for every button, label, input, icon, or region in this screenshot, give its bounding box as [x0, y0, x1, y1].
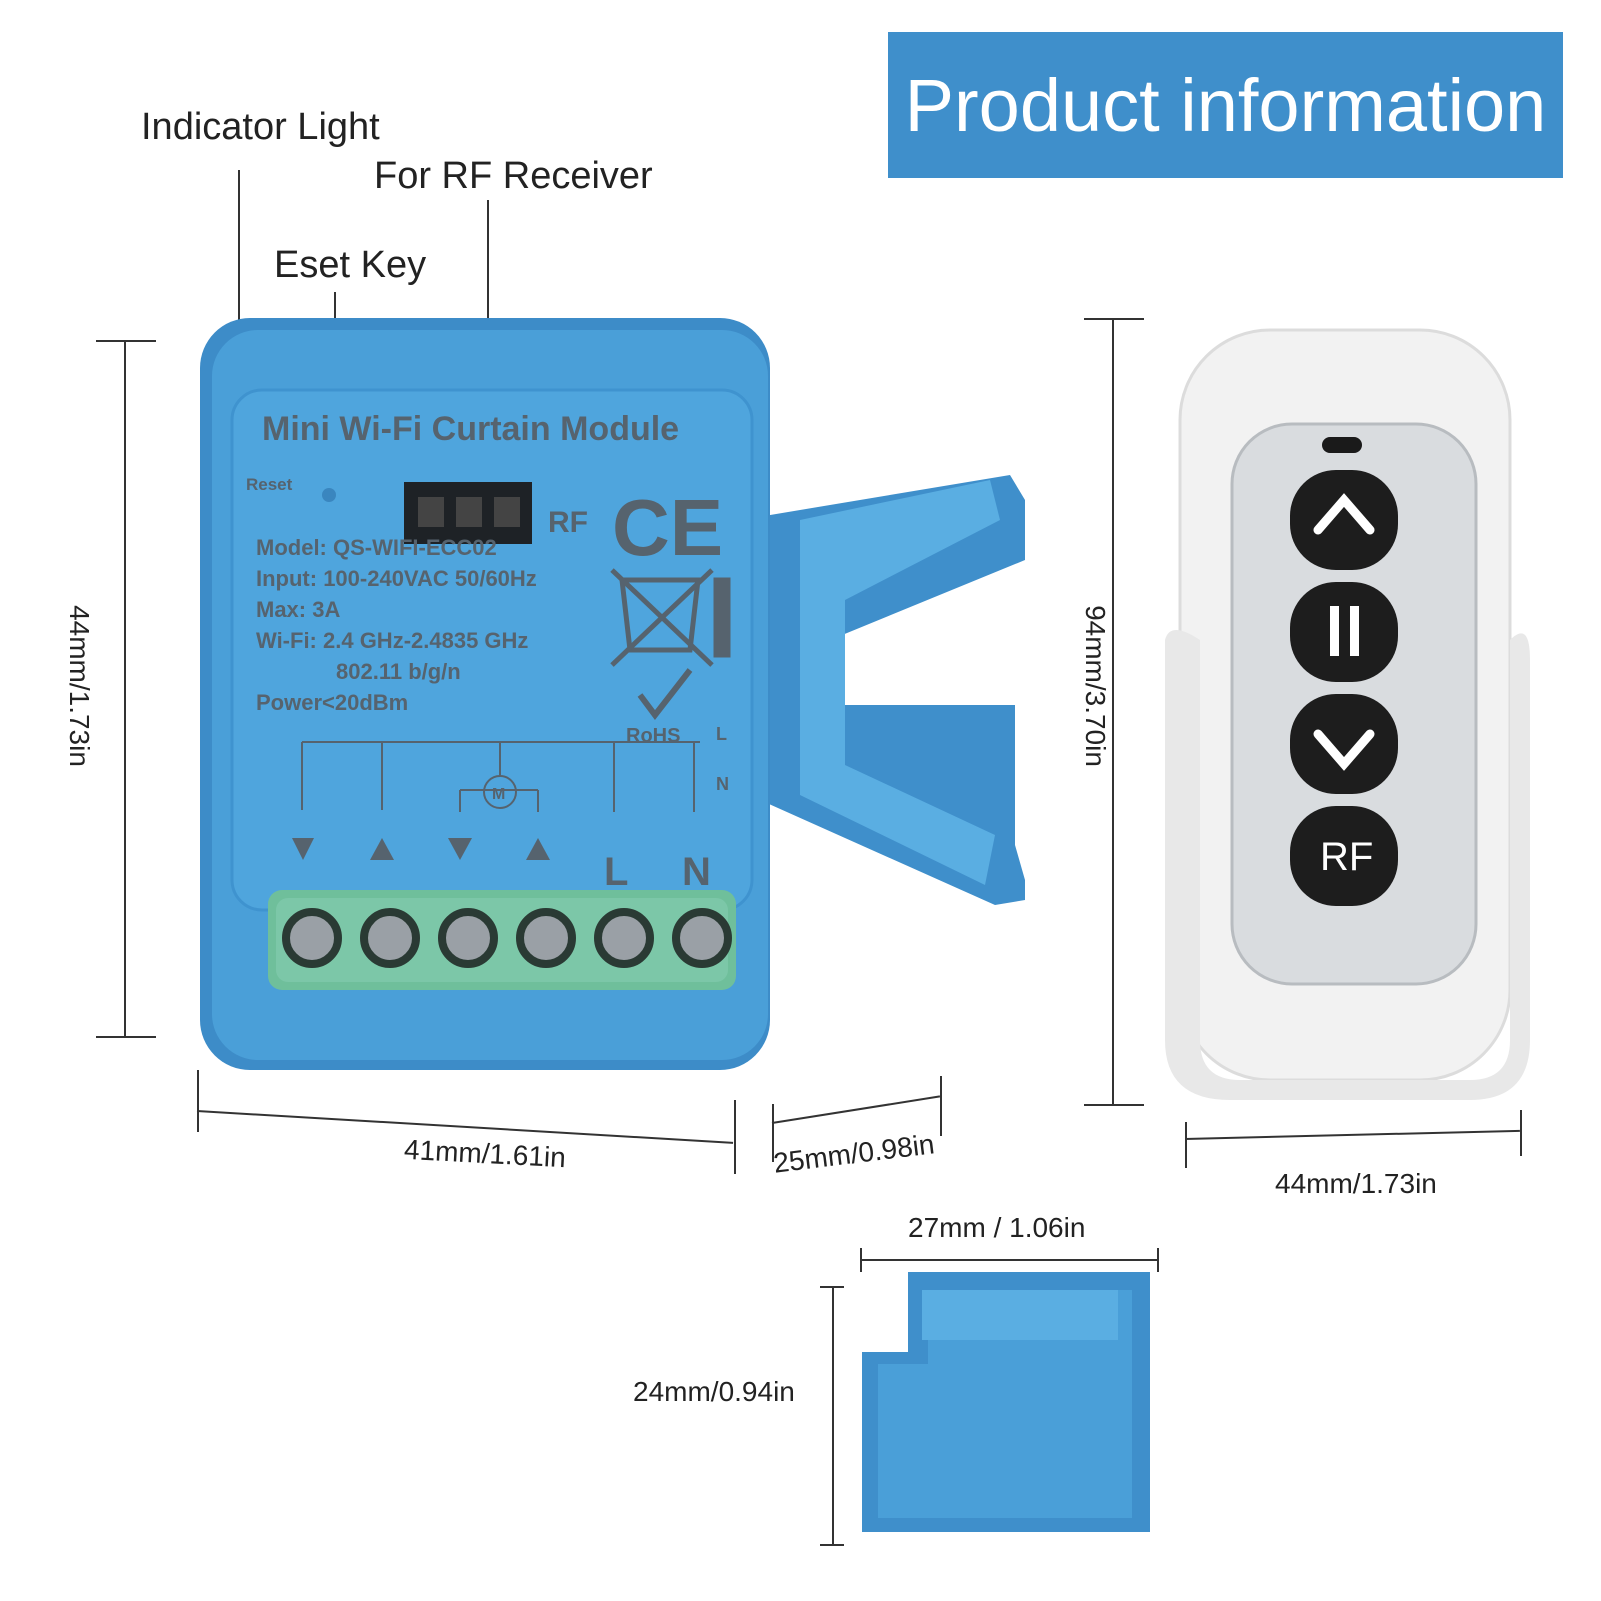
screw-icon [594, 908, 654, 968]
remote-height-dimension: 94mm/3.70in [1079, 605, 1111, 767]
clip-width-line [860, 1259, 1157, 1261]
rohs-text: RoHS [626, 725, 680, 747]
screw-icon [516, 908, 576, 968]
dim-tick [820, 1544, 844, 1546]
screw-icon [672, 908, 732, 968]
remote-width-dimension: 44mm/1.73in [1275, 1168, 1437, 1199]
power-text: Power<20dBm [256, 690, 408, 715]
terminal-screws [282, 908, 732, 968]
remote-up-button[interactable] [1290, 470, 1398, 570]
reset-key-label: Eset Key [274, 244, 427, 286]
terminal-l-text: L [604, 850, 628, 894]
screw-icon [282, 908, 342, 968]
remote-height-line [1112, 318, 1114, 1104]
terminal-n-text: N [682, 850, 711, 894]
dim-tick [96, 340, 156, 342]
dim-tick [1157, 1248, 1159, 1272]
checkmark-icon [637, 668, 693, 720]
reset-text: Reset [246, 475, 293, 494]
dim-tick [772, 1104, 774, 1162]
module-side-clip [740, 475, 1025, 905]
weee-bin-icon [610, 568, 731, 667]
screw-icon [438, 908, 498, 968]
clip-height-dimension: 24mm/0.94in [633, 1376, 795, 1407]
wifi-standard-text: 802.11 b/g/n [336, 659, 461, 684]
input-text: Input: 100-240VAC 50/60Hz [256, 566, 537, 591]
wiring-diagram [301, 741, 700, 812]
remote-pause-button[interactable] [1290, 582, 1398, 682]
rf-receiver-label: For RF Receiver [374, 155, 653, 197]
side-n-text: N [716, 774, 729, 794]
wifi-text: Wi-Fi: 2.4 GHz-2.4835 GHz [256, 628, 528, 653]
up-arrow-icon [1313, 493, 1375, 535]
motor-symbol: M [492, 786, 505, 803]
reset-hole [322, 488, 336, 502]
remote-down-button[interactable] [1290, 694, 1398, 794]
up-arrow-icon [370, 838, 394, 860]
ce-mark: CE [612, 483, 723, 572]
indicator-light-label: Indicator Light [141, 106, 380, 148]
dim-tick [1520, 1110, 1522, 1156]
dim-tick [1084, 318, 1144, 320]
clip-height-line [832, 1286, 834, 1544]
module-body [200, 318, 770, 1070]
down-arrow-icon [448, 838, 472, 860]
pause-icon [1330, 606, 1339, 656]
dim-tick [734, 1100, 736, 1174]
down-arrow-icon [1313, 729, 1375, 771]
screw-icon [360, 908, 420, 968]
remote-rf-button[interactable] [1290, 806, 1398, 906]
dim-tick [197, 1070, 199, 1132]
clip-piece [862, 1272, 1150, 1532]
remote-rf-text: RF [1320, 835, 1373, 879]
module-height-line [124, 340, 126, 1036]
model-text: Model: QS-WIFI-ECC02 [256, 535, 497, 560]
max-text: Max: 3A [256, 597, 340, 622]
clip-width-dimension: 27mm / 1.06in [908, 1212, 1086, 1243]
dim-tick [1084, 1104, 1144, 1106]
down-arrow-icon [292, 838, 314, 860]
side-l-text: L [716, 724, 727, 744]
dim-tick [96, 1036, 156, 1038]
rf-text: RF [548, 506, 588, 539]
dim-tick [940, 1076, 942, 1136]
remote-control: RF [1165, 328, 1530, 1100]
dim-tick [1185, 1122, 1187, 1168]
module-name: Mini Wi-Fi Curtain Module [262, 410, 679, 448]
page-title: Product information [888, 32, 1563, 178]
up-arrow-icon [526, 838, 550, 860]
